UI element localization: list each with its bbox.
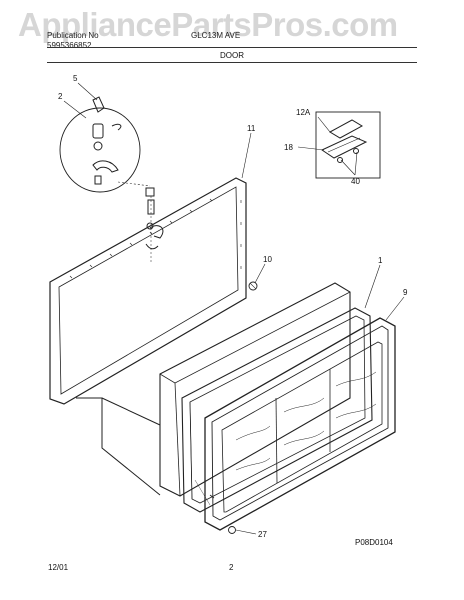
gasket-frame-part-11: [49, 177, 247, 405]
screw-part-27: [228, 526, 236, 534]
lock-plate-detail-box: [315, 111, 381, 179]
page-number: 2: [229, 563, 234, 572]
footer-date: 12/01: [48, 563, 69, 572]
publication-number: 5995366852: [47, 41, 92, 50]
callout-11: 11: [247, 124, 256, 133]
door-liner-panel: [159, 282, 351, 497]
callout-40: 40: [351, 177, 360, 186]
callout-27: 27: [258, 530, 267, 539]
callout-1: 1: [378, 256, 383, 265]
callout-5: 5: [73, 74, 78, 83]
publication-info: Publication No 5995366852: [47, 31, 99, 51]
section-title: DOOR: [220, 51, 244, 60]
callout-10: 10: [263, 255, 272, 264]
outer-door-part-9: [194, 317, 396, 531]
handle-assembly-detail: [59, 96, 164, 262]
screw-part-10: [248, 281, 258, 291]
header-rule-top: [47, 47, 417, 48]
callout-18: 18: [284, 143, 293, 152]
inner-door-frame-part-1: [181, 307, 373, 513]
callout-9: 9: [403, 288, 408, 297]
callout-2: 2: [58, 92, 63, 101]
publication-label: Publication No: [47, 31, 99, 40]
leader-lines: [63, 82, 405, 535]
model-text: GLC13M AVE: [191, 31, 241, 40]
header-rule-bottom: [47, 62, 417, 63]
callout-12a: 12A: [296, 108, 311, 117]
cabinet-body: [76, 397, 161, 496]
drawing-code: P08D0104: [355, 538, 393, 547]
